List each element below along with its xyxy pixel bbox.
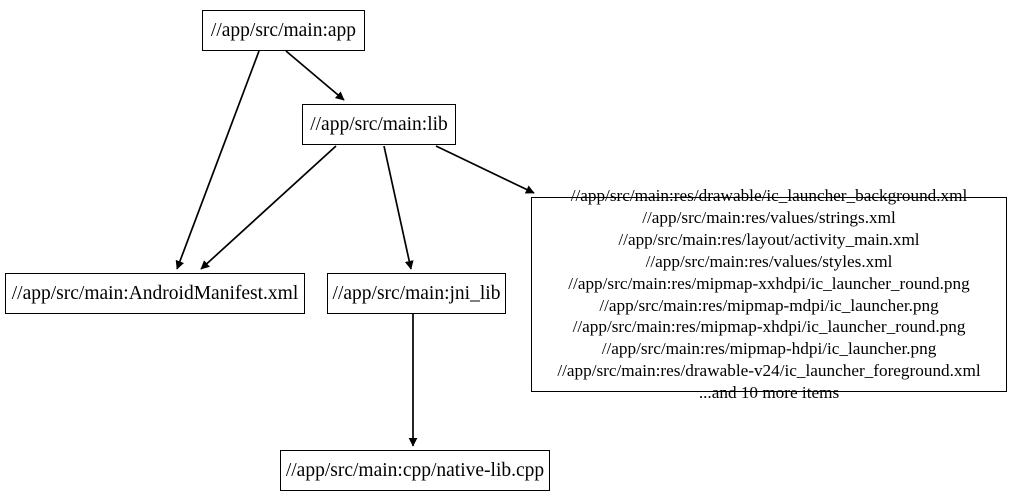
node-android-manifest-label: //app/src/main:AndroidManifest.xml xyxy=(11,282,299,304)
edge-app-to-manifest xyxy=(175,50,260,270)
node-android-manifest[interactable]: //app/src/main:AndroidManifest.xml xyxy=(5,273,305,314)
edge-lib-to-manifest xyxy=(200,145,337,270)
node-native-lib-cpp[interactable]: //app/src/main:cpp/native-lib.cpp xyxy=(280,450,550,491)
node-native-lib-cpp-label: //app/src/main:cpp/native-lib.cpp xyxy=(285,459,545,481)
node-res-group[interactable]: //app/src/main:res/drawable/ic_launcher_… xyxy=(531,186,1007,402)
node-jni-lib-label: //app/src/main:jni_lib xyxy=(332,282,501,304)
node-lib[interactable]: //app/src/main:lib xyxy=(302,104,456,145)
edge-lib-to-res xyxy=(435,145,535,194)
node-app[interactable]: //app/src/main:app xyxy=(202,10,365,51)
node-res-group-label: //app/src/main:res/drawable/ic_launcher_… xyxy=(557,186,981,402)
node-jni-lib[interactable]: //app/src/main:jni_lib xyxy=(327,273,506,314)
edge-lib-to-jni-lib xyxy=(383,145,414,270)
node-lib-label: //app/src/main:lib xyxy=(310,113,448,135)
node-app-label: //app/src/main:app xyxy=(210,19,357,41)
edge-app-to-lib xyxy=(285,50,345,101)
